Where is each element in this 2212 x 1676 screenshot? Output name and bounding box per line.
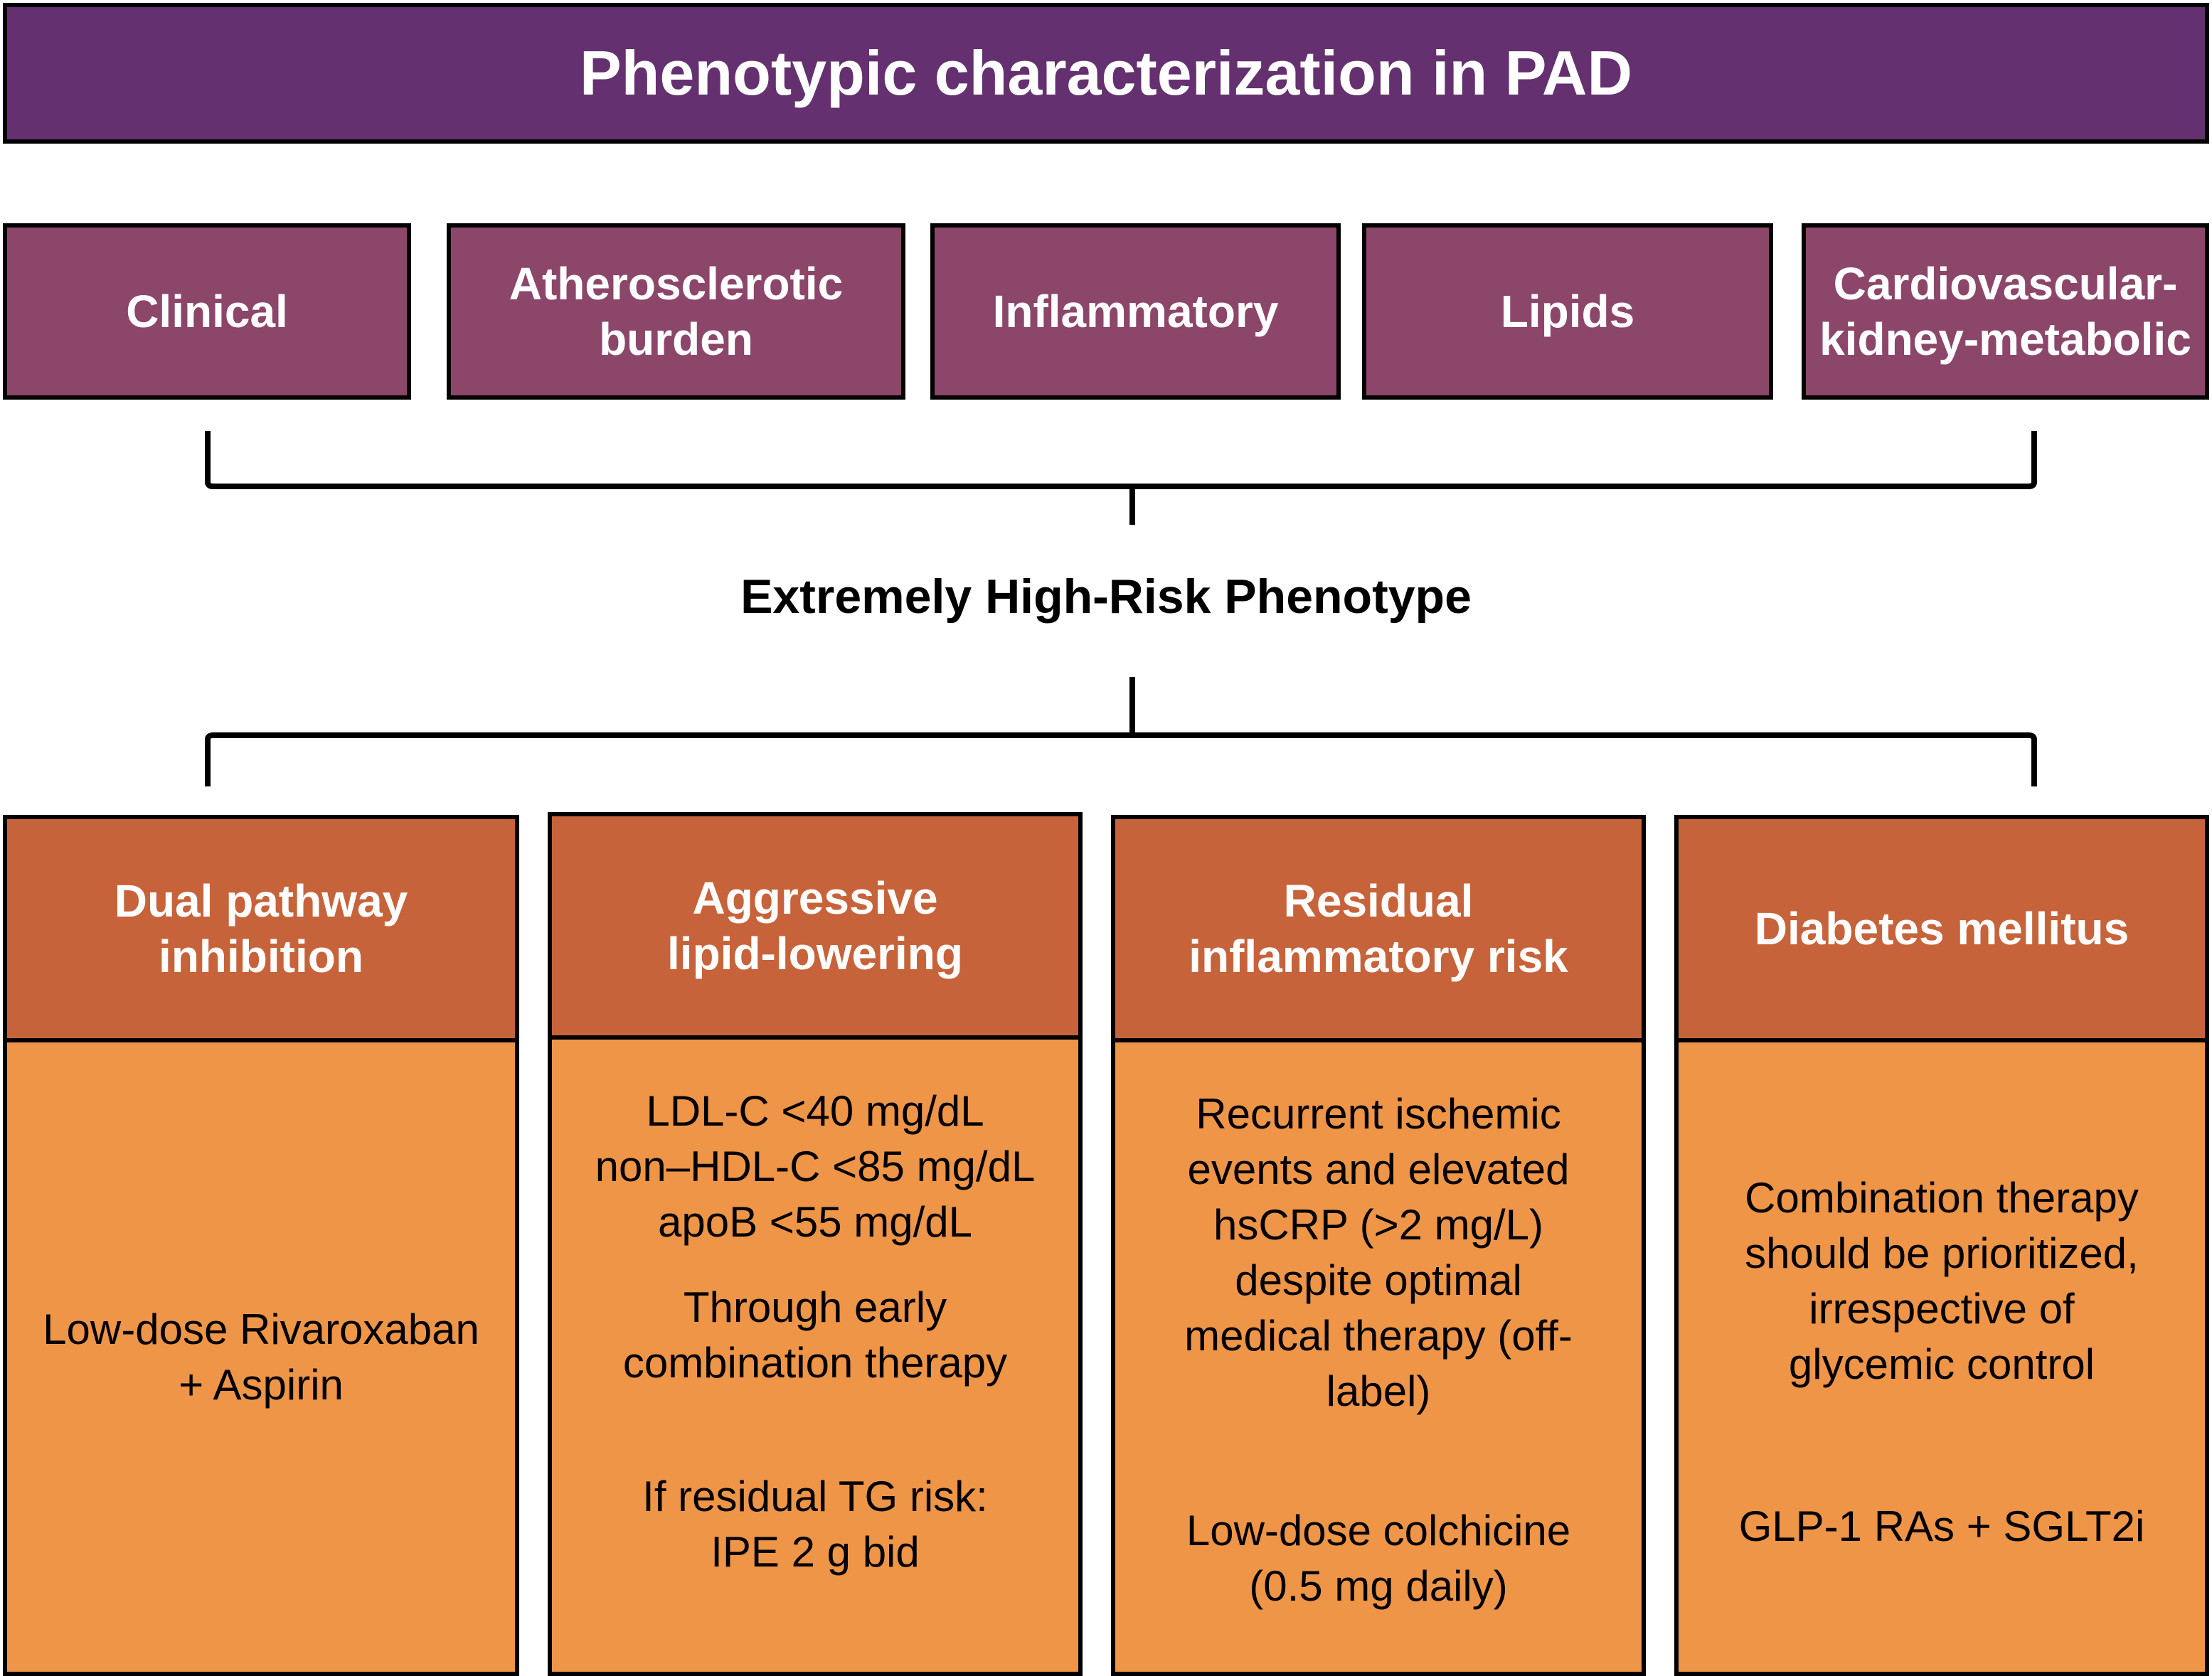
combination-therapy-text: Through early combination therapy (622, 1283, 1008, 1387)
category-lipids: Lipids (1362, 223, 1773, 400)
residual-tg-text: If residual TG risk: IPE 2 g bid (642, 1473, 988, 1576)
combination-priority-text: Combination therapy should be prioritize… (1745, 1174, 2139, 1388)
glp1-sglt2-text: GLP-1 RAs + SGLT2i (1738, 1502, 2145, 1550)
inflammatory-criteria-text: Recurrent ischemic events and elevated h… (1184, 1090, 1573, 1415)
column-body-lipid-lowering: LDL-C <40 mg/dL non–HDL-C <85 mg/dL apoB… (548, 1035, 1083, 1676)
category-clinical: Clinical (3, 223, 411, 400)
therapy-text: Low-dose Rivaroxaban + Aspirin (43, 1305, 479, 1409)
category-cardiovascular-kidney-metabolic: Cardiovascular- kidney-metabolic (1802, 223, 2209, 400)
category-atherosclerotic-burden: Atherosclerotic burden (447, 223, 905, 400)
column-body-dual-pathway: Low-dose Rivaroxaban + Aspirin (3, 1038, 519, 1676)
column-heading-dual-pathway: Dual pathway inhibition (3, 815, 519, 1042)
lower-bracket (205, 732, 2037, 786)
lipid-targets-text: LDL-C <40 mg/dL non–HDL-C <85 mg/dL apoB… (595, 1087, 1036, 1246)
column-heading-lipid-lowering: Aggressive lipid-lowering (548, 812, 1083, 1040)
column-heading-diabetes: Diabetes mellitus (1674, 815, 2209, 1042)
phenotype-label: Extremely High-Risk Phenotype (740, 570, 1472, 624)
upper-bracket (205, 431, 2037, 489)
colchicine-text: Low-dose colchicine (0.5 mg daily) (1186, 1507, 1571, 1610)
diagram-title: Phenotypic characterization in PAD (3, 3, 2209, 144)
column-body-inflammatory-risk: Recurrent ischemic events and elevated h… (1111, 1038, 1646, 1676)
category-inflammatory: Inflammatory (930, 223, 1341, 400)
column-body-diabetes: Combination therapy should be prioritize… (1674, 1038, 2209, 1676)
column-heading-inflammatory-risk: Residual inflammatory risk (1111, 815, 1646, 1042)
